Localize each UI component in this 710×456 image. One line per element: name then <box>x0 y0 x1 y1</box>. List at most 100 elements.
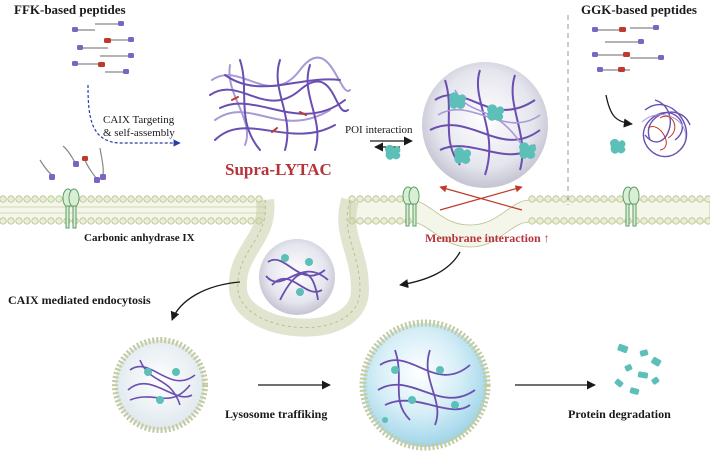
lipid-head <box>127 195 135 203</box>
lipid-head <box>592 217 600 225</box>
lipid-head <box>640 195 648 203</box>
caix-targeting-label-1: CAIX Targeting <box>103 114 175 126</box>
lysosome <box>359 319 491 451</box>
lipid-head <box>151 195 159 203</box>
lipid-head <box>552 195 560 203</box>
lipid-head <box>608 195 616 203</box>
lipid-head <box>672 195 680 203</box>
lipid-head <box>592 195 600 203</box>
docking-peptide-heads <box>49 161 106 183</box>
lipid-head <box>31 195 39 203</box>
lipid-head <box>616 195 624 203</box>
lipid-head <box>191 195 199 203</box>
caix-targeting-label-2: & self-assembly <box>103 127 175 139</box>
lipid-head <box>215 195 223 203</box>
lipid-head <box>396 195 404 203</box>
lipid-head <box>616 217 624 225</box>
lipid-head <box>584 217 592 225</box>
lipid-head <box>672 217 680 225</box>
lipid-head <box>127 217 135 225</box>
lipid-head <box>47 195 55 203</box>
lipid-head <box>388 195 396 203</box>
ggk-peptide-heads <box>592 25 664 72</box>
lipid-head <box>600 217 608 225</box>
lipid-head <box>356 195 364 203</box>
pit-to-vesicle-arrow <box>170 281 241 321</box>
lipid-head <box>47 217 55 225</box>
lipid-head <box>23 195 31 203</box>
ggk-assembly-arrow <box>605 94 633 128</box>
lipid-head <box>87 217 95 225</box>
lipid-head <box>680 195 688 203</box>
lipid-head <box>199 195 207 203</box>
lipid-head <box>223 195 231 203</box>
protein-degradation-label: Protein degradation <box>568 407 671 421</box>
lipid-head <box>396 217 404 225</box>
lipid-head <box>119 217 127 225</box>
lipid-head <box>135 195 143 203</box>
lipid-head <box>544 195 552 203</box>
lipid-head <box>95 195 103 203</box>
lipid-head <box>135 217 143 225</box>
lipid-head <box>167 217 175 225</box>
caix-receptor-right-2 <box>622 186 640 227</box>
lipid-head <box>372 217 380 225</box>
lipid-head <box>111 195 119 203</box>
lipid-head <box>55 217 63 225</box>
lipid-head <box>576 217 584 225</box>
ffk-peptide-group <box>75 23 130 73</box>
lipid-head <box>544 217 552 225</box>
lipid-head <box>7 217 15 225</box>
lipid-head <box>103 217 111 225</box>
lipid-head <box>380 217 388 225</box>
lipid-head <box>247 217 255 225</box>
lipid-head <box>223 217 231 225</box>
lipid-head <box>664 217 672 225</box>
lipid-head <box>0 217 7 225</box>
lipid-head <box>207 195 215 203</box>
lipid-head <box>23 217 31 225</box>
lipid-head <box>7 195 15 203</box>
caix-receptor-left <box>62 188 80 229</box>
lipid-head <box>560 217 568 225</box>
poi-interaction-label: POI interaction <box>345 124 413 136</box>
lipid-head <box>103 195 111 203</box>
caix-receptor-right-1 <box>402 186 420 227</box>
membrane-interaction-arrows <box>439 185 523 211</box>
protein-fragments <box>614 343 662 395</box>
lipid-head <box>600 195 608 203</box>
lipid-head <box>31 217 39 225</box>
lipid-head <box>0 195 7 203</box>
supra-lytac-poi-complex <box>422 62 548 188</box>
lipid-head <box>688 195 696 203</box>
lipid-head <box>183 217 191 225</box>
lipid-head <box>608 217 616 225</box>
endocytosis-label: CAIX mediated endocytosis <box>8 293 151 307</box>
lipid-head <box>39 217 47 225</box>
lipid-head <box>640 217 648 225</box>
lipid-head <box>364 217 372 225</box>
lipid-head <box>704 217 710 225</box>
lipid-head <box>239 195 247 203</box>
lipid-head <box>560 195 568 203</box>
membrane-interaction-label: Membrane interaction ↑ <box>425 231 550 245</box>
ggk-label: GGK-based peptides <box>581 2 697 17</box>
lipid-head <box>183 195 191 203</box>
lipid-head <box>704 195 710 203</box>
lipid-head <box>175 195 183 203</box>
lipid-head <box>231 217 239 225</box>
lipid-head <box>191 217 199 225</box>
docking-ligand <box>82 156 88 161</box>
lipid-head <box>207 217 215 225</box>
lipid-head <box>167 195 175 203</box>
lipid-head <box>648 217 656 225</box>
endocytic-pit <box>228 197 370 337</box>
internalized-fibers <box>265 258 329 301</box>
lipid-head <box>151 217 159 225</box>
ffk-label: FFK-based peptides <box>14 2 126 17</box>
lipid-head <box>656 195 664 203</box>
lipid-head <box>380 195 388 203</box>
ggk-ligands <box>618 27 630 72</box>
carbonic-anhydrase-label: Carbonic anhydrase IX <box>84 232 195 244</box>
